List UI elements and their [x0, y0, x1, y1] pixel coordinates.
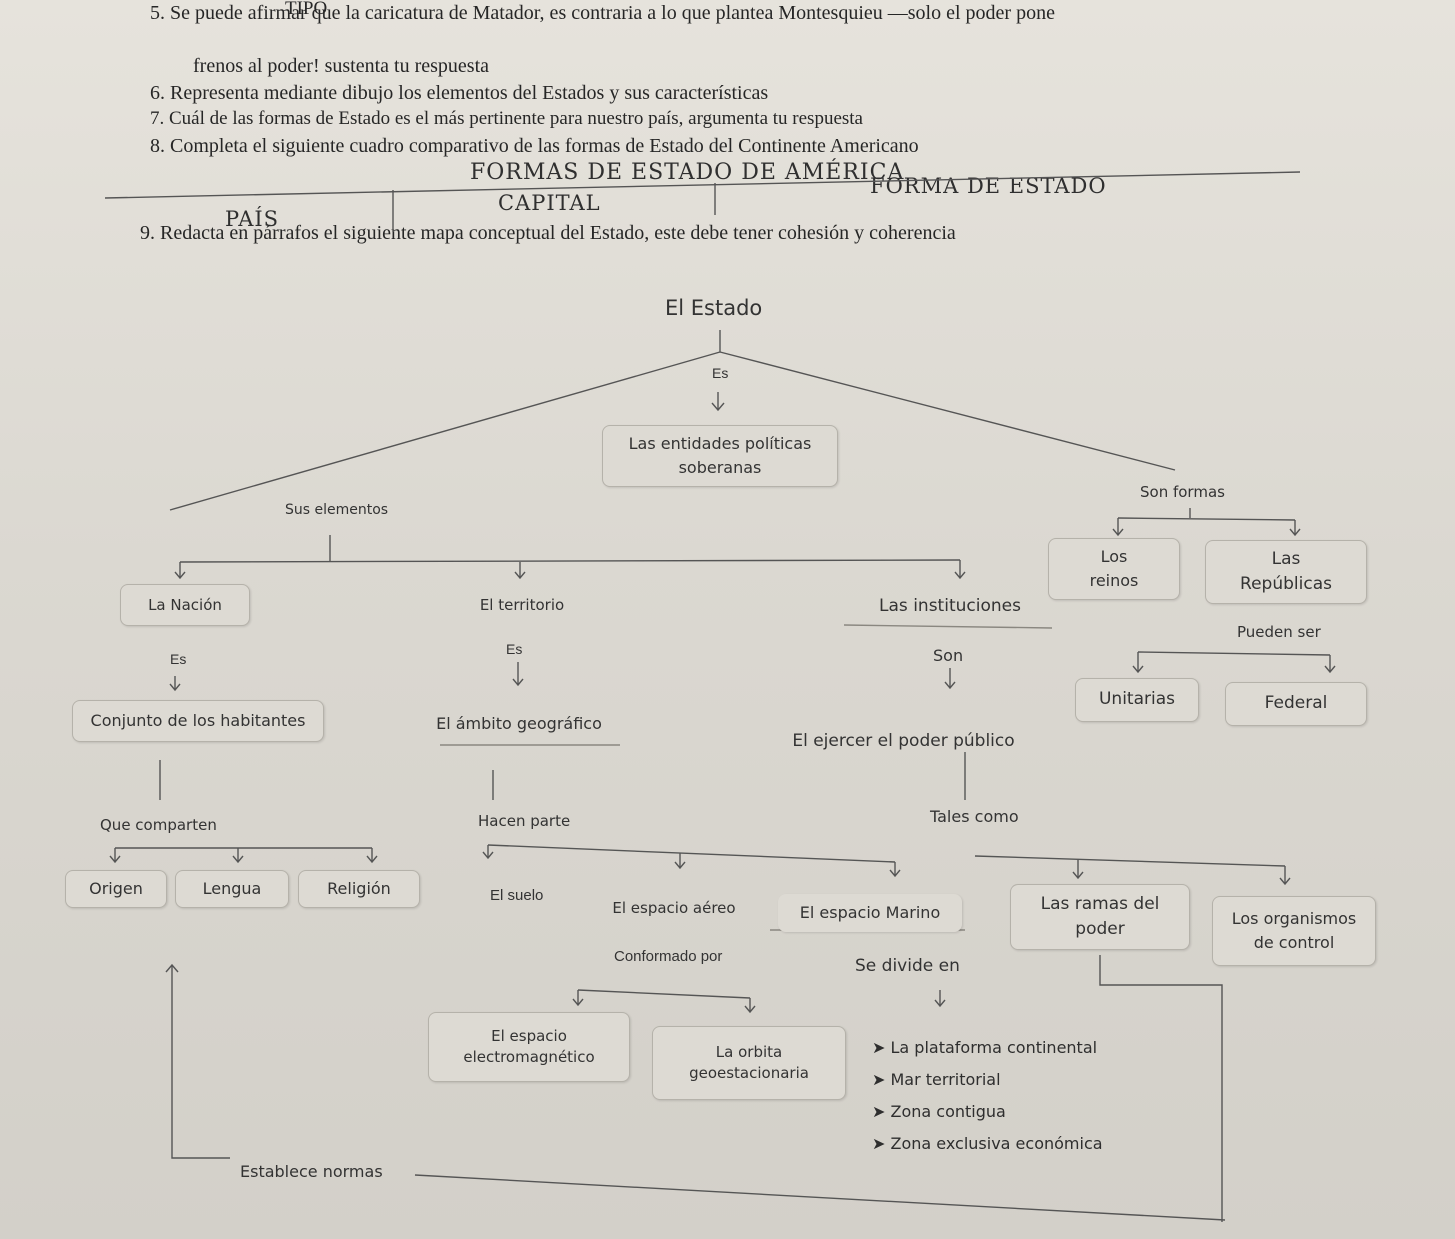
node-la-nacion: La Nación — [120, 584, 250, 626]
marine-division-4: Zona exclusiva económica — [890, 1134, 1103, 1153]
node-ramas-line-2: poder — [1075, 919, 1125, 939]
node-origen: Origen — [65, 870, 167, 908]
marine-division-1: La plataforma continental — [890, 1038, 1098, 1057]
node-organismos-line-1: Los organismos — [1231, 909, 1357, 928]
node-ramas-poder: Las ramas del poder — [1010, 884, 1190, 950]
node-republicas-line-1: Las — [1271, 548, 1301, 569]
node-ejercer-poder: El ejercer el poder público — [792, 731, 1015, 752]
node-electro-line-1: El espacio — [491, 1027, 567, 1045]
label-establece-normas: Establece normas — [240, 1162, 383, 1181]
node-reinos-line-2: reinos — [1089, 571, 1139, 590]
list-item: ➤ La plataforma continental — [872, 1038, 1098, 1057]
question-5-line-1: 5. Se puede afirmar que la caricatura de… — [150, 2, 1055, 24]
node-unitarias: Unitarias — [1075, 678, 1199, 722]
node-ramas-line-1: Las ramas del — [1040, 893, 1160, 914]
node-espacio-marino: El espacio Marino — [778, 894, 962, 932]
list-item: ➤ Zona contigua — [872, 1102, 1006, 1121]
node-los-reinos: Los reinos — [1048, 538, 1180, 600]
root-node-el-estado: El Estado — [665, 296, 763, 320]
question-8: 8. Completa el siguiente cuadro comparat… — [150, 135, 919, 157]
node-reinos-line-1: Los — [1100, 547, 1128, 566]
node-espacio-electromagnetico: El espacio electromagnético — [428, 1012, 630, 1082]
list-marine-divisions: ➤ La plataforma continental ➤ Mar territ… — [872, 1032, 1103, 1160]
node-federal: Federal — [1225, 682, 1367, 726]
node-las-instituciones: Las instituciones — [879, 596, 1021, 617]
question-5-line-2: frenos al poder! sustenta tu respuesta — [193, 55, 490, 77]
label-es-nacion: Es — [170, 651, 187, 667]
column-header-forma: FORMA DE ESTADO — [870, 174, 1107, 198]
label-es-territorio: Es — [506, 641, 523, 657]
question-6: 6. Representa mediante dibujo los elemen… — [150, 82, 769, 104]
table-title: FORMAS DE ESTADO DE AMÉRICA — [470, 160, 905, 185]
column-header-pais: PAÍS — [225, 207, 280, 231]
label-que-comparten: Que comparten — [100, 816, 217, 834]
label-son-instituciones: Son — [933, 646, 964, 665]
marine-division-3: Zona contigua — [890, 1102, 1006, 1121]
node-lengua: Lengua — [175, 870, 289, 908]
node-organismos-control: Los organismos de control — [1212, 896, 1376, 966]
node-entidades-line-1: Las entidades políticas — [628, 434, 812, 453]
marine-division-2: Mar territorial — [890, 1070, 1001, 1089]
node-conjunto-habitantes: Conjunto de los habitantes — [72, 700, 324, 742]
node-orbita-line-2: geoestacionaria — [689, 1064, 809, 1082]
label-sus-elementos: Sus elementos — [285, 502, 389, 518]
label-se-divide-en: Se divide en — [855, 956, 960, 976]
node-religion: Religión — [298, 870, 420, 908]
node-el-suelo: El suelo — [490, 887, 544, 904]
label-pueden-ser: Pueden ser — [1237, 623, 1321, 641]
node-espacio-aereo: El espacio aéreo — [612, 898, 736, 917]
node-entidades-line-2: soberanas — [678, 458, 762, 477]
label-tales-como: Tales como — [930, 807, 1019, 826]
node-organismos-line-2: de control — [1253, 933, 1335, 952]
label-son-formas: Son formas — [1140, 483, 1225, 501]
node-orbita-line-1: La orbita — [715, 1043, 783, 1061]
list-item: ➤ Zona exclusiva económica — [872, 1134, 1103, 1153]
label-hacen-parte: Hacen parte — [478, 812, 571, 830]
label-conformado-por: Conformado por — [614, 948, 723, 965]
question-9: 9. Redacta en párrafos el siguiente mapa… — [140, 222, 956, 244]
node-entidades-politicas: Las entidades políticas soberanas — [602, 425, 838, 487]
node-orbita-geoestacionaria: La orbita geoestacionaria — [652, 1026, 846, 1100]
node-las-republicas: Las Repúblicas — [1205, 540, 1367, 604]
tipo-label: TIPO — [285, 0, 328, 19]
column-header-capital: CAPITAL — [498, 191, 601, 215]
list-item: ➤ Mar territorial — [872, 1070, 1001, 1089]
question-7: 7. Cuál de las formas de Estado es el má… — [150, 108, 863, 129]
node-republicas-line-2: Repúblicas — [1240, 574, 1332, 594]
node-ambito-geografico: El ámbito geográfico — [436, 714, 602, 733]
node-electro-line-2: electromagnético — [463, 1048, 595, 1066]
label-es-top: Es — [712, 365, 729, 381]
node-el-territorio: El territorio — [479, 595, 565, 614]
